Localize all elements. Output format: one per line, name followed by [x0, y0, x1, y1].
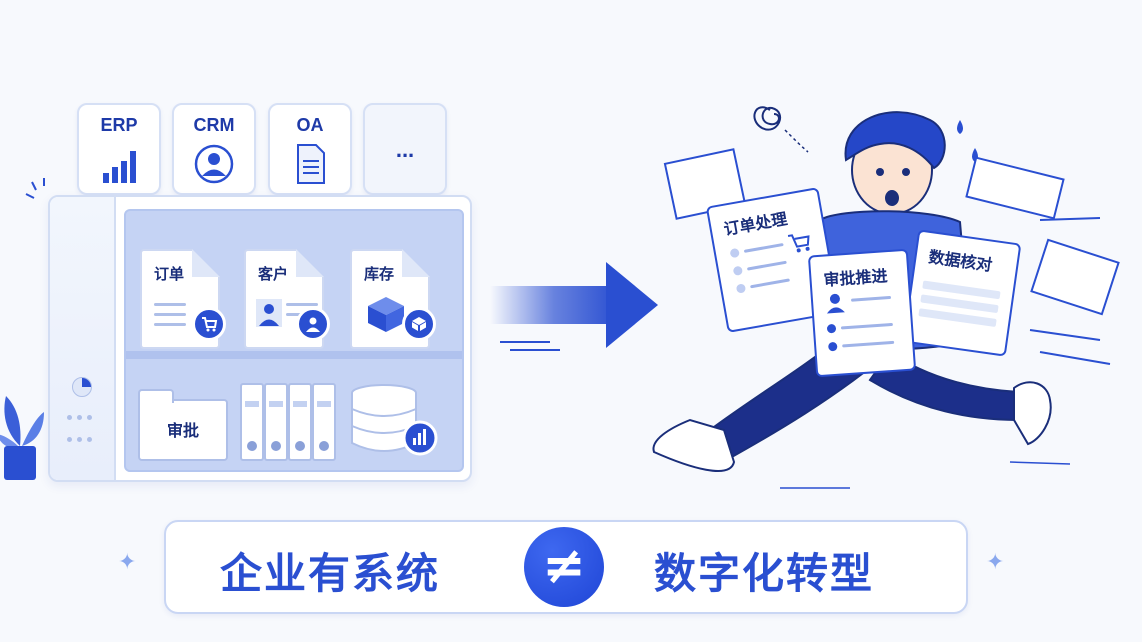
plant-decoration	[0, 396, 44, 480]
paper-data-check: 数据核对	[902, 229, 1022, 357]
doc-inventory-title: 库存	[364, 265, 395, 283]
cube-icon	[368, 297, 404, 332]
tab-more: ...	[363, 103, 447, 195]
doc-inventory: 库存	[350, 249, 436, 349]
tab-oa: OA	[268, 103, 352, 195]
doc-order: 订单	[140, 249, 226, 349]
sparkle-icon: ✦	[118, 550, 137, 575]
more-icon: ...	[395, 137, 415, 162]
paper-order-processing-title: 订单处理	[722, 209, 789, 239]
box-icon	[402, 307, 436, 341]
tab-oa-label: OA	[296, 115, 324, 135]
binder	[264, 383, 288, 461]
paper-approval-push-title: 审批推进	[822, 266, 889, 290]
paper-data-check-title: 数据核对	[927, 247, 994, 275]
paper-order-processing: 订单处理	[705, 187, 841, 333]
person-icon	[826, 293, 845, 314]
tab-crm: CRM	[172, 103, 256, 195]
slogan-banner: 企业有系统 ≠ 数字化转型	[164, 520, 968, 614]
paper-approval-push: 审批推进	[807, 248, 917, 378]
slogan-right: 数字化转型	[654, 549, 875, 598]
cabinet-side	[50, 197, 116, 480]
binder	[312, 383, 336, 461]
motion-lines	[25, 178, 45, 199]
system-cabinet: 订单 客户 库存 审批	[48, 195, 472, 482]
cart-icon	[192, 307, 226, 341]
tab-erp-label: ERP	[100, 115, 138, 135]
doc-customer-title: 客户	[258, 265, 289, 283]
sparkle-icon: ✦	[986, 550, 1005, 575]
doc-order-title: 订单	[154, 265, 185, 283]
cabinet-shelves: 订单 客户 库存 审批	[124, 209, 464, 472]
user-icon	[194, 144, 234, 184]
user-icon	[296, 307, 330, 341]
document-icon	[297, 144, 325, 184]
binder	[288, 383, 312, 461]
person-icon	[256, 299, 282, 327]
folder-approval-label: 审批	[166, 421, 199, 440]
doc-customer: 客户	[244, 249, 330, 349]
shelf-divider	[126, 351, 462, 359]
binder	[240, 383, 264, 461]
bar-chart-icon	[103, 151, 136, 183]
cart-icon	[787, 234, 810, 253]
database-icon	[351, 384, 438, 456]
pie-icon	[72, 377, 92, 397]
right-arrow-icon	[490, 262, 658, 351]
tab-erp: ERP	[77, 103, 161, 195]
folder-approval: 审批	[138, 389, 228, 461]
tab-crm-label: CRM	[193, 115, 235, 135]
slogan-left: 企业有系统	[220, 549, 441, 598]
not-equal-icon: ≠	[524, 527, 604, 607]
